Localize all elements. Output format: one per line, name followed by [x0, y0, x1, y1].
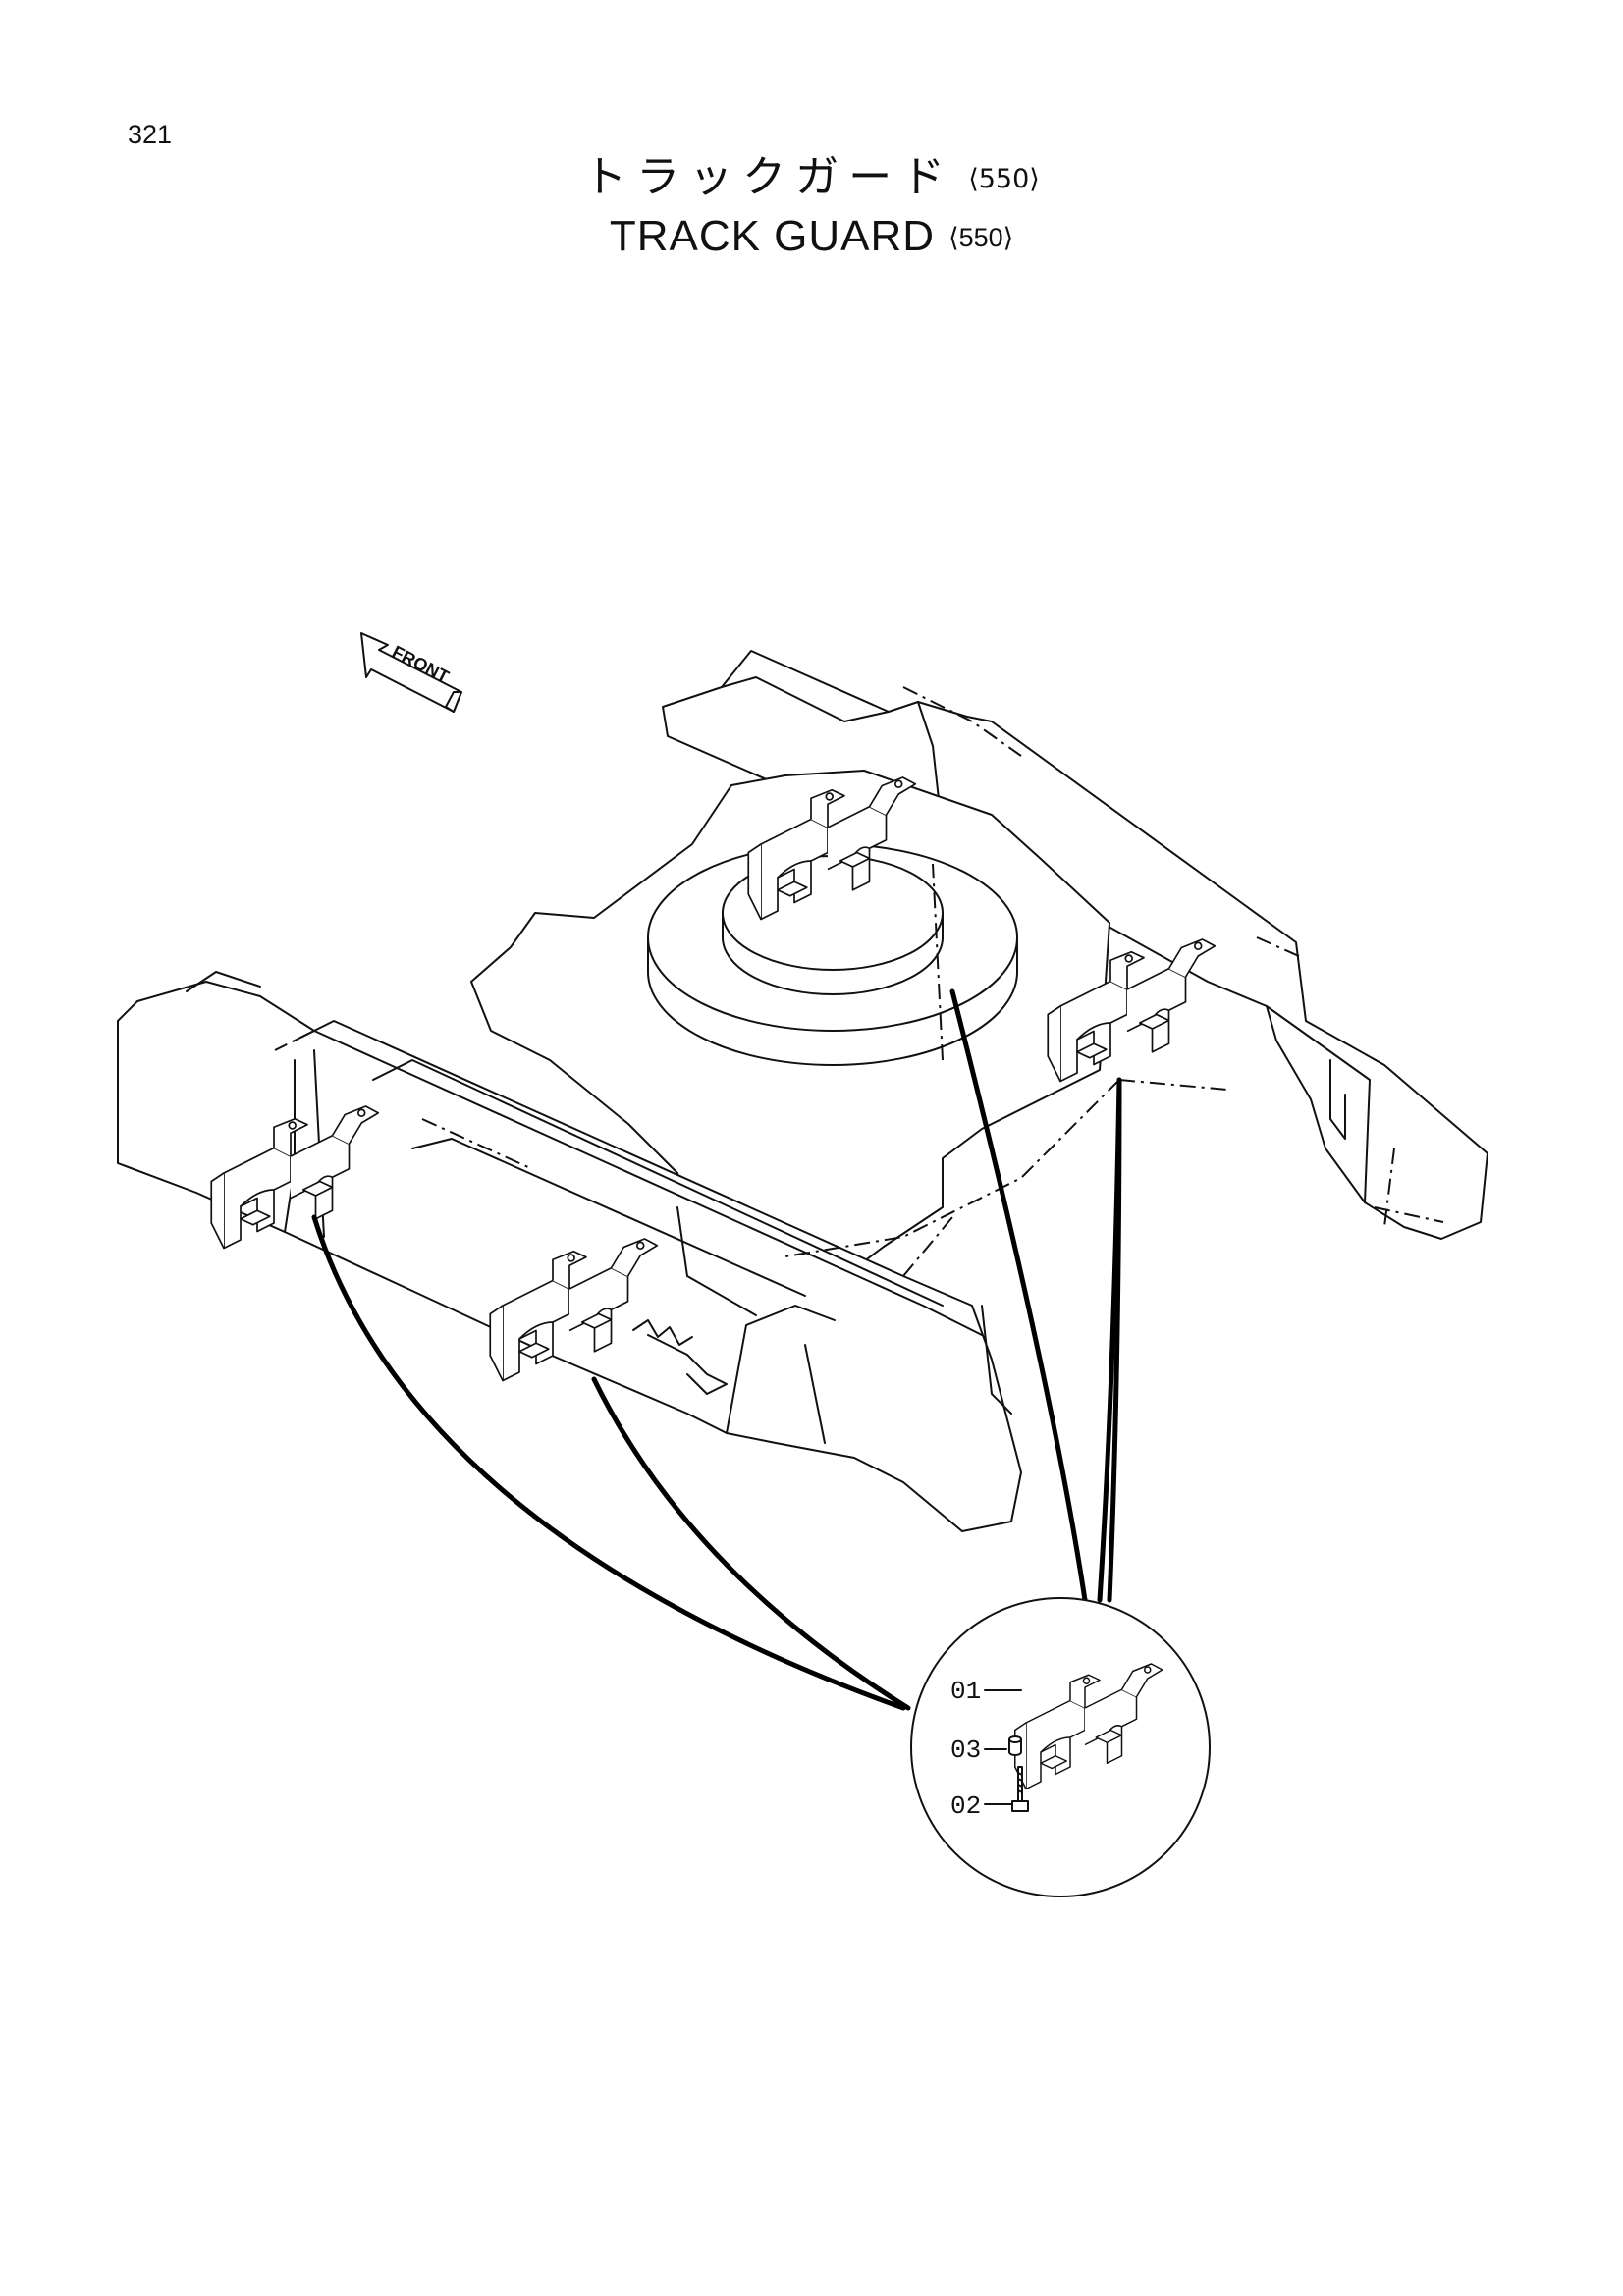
model-code-en: ⟨550⟩	[948, 223, 1014, 252]
page-title: トラックガード ⟨550⟩ TRACK GUARD ⟨550⟩	[0, 149, 1623, 266]
track-frame	[117, 650, 1488, 1532]
leader-lines	[311, 988, 1122, 1711]
callout-02: 02	[950, 1791, 981, 1821]
title-english: TRACK GUARD ⟨550⟩	[0, 208, 1623, 266]
detail-callout-circle: 01 03 02	[910, 1597, 1211, 1897]
callout-03: 03	[950, 1735, 981, 1765]
title-japanese: トラックガード ⟨550⟩	[0, 149, 1623, 208]
model-code-jp: ⟨550⟩	[968, 164, 1040, 194]
page-number: 321	[128, 120, 173, 149]
front-direction-arrow: FRONT	[360, 632, 462, 713]
title-english-text: TRACK GUARD	[609, 212, 936, 260]
callout-01: 01	[950, 1677, 981, 1706]
title-japanese-text: トラックガード	[583, 152, 955, 202]
